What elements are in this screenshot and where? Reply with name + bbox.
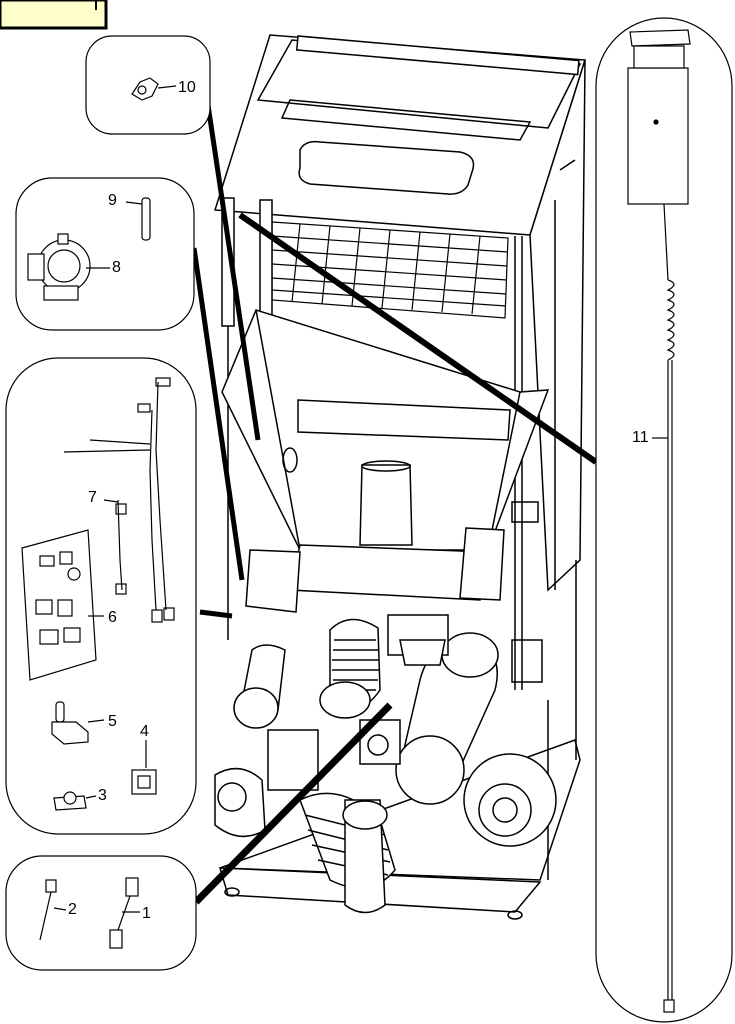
wire-harness-icon xyxy=(63,377,175,623)
callout-1: 1 xyxy=(142,905,151,922)
callout-9: 9 xyxy=(108,192,117,209)
relay-icon xyxy=(131,740,157,795)
bracket-icon xyxy=(131,77,177,101)
sensor-icon xyxy=(51,701,105,745)
thermostat-cable-icon xyxy=(109,877,140,949)
pressure-switch-icon xyxy=(27,233,110,301)
control-board-icon xyxy=(21,529,104,681)
bubble-part-10: 10 xyxy=(85,35,211,135)
probe-assembly-icon xyxy=(627,29,691,1013)
callout-11: 11 xyxy=(632,429,649,446)
callout-2: 2 xyxy=(68,901,77,918)
callout-5: 5 xyxy=(108,713,117,730)
appliance-body xyxy=(214,34,586,920)
pin-icon xyxy=(125,197,151,241)
callout-7: 7 xyxy=(88,489,97,506)
fitting-icon xyxy=(53,791,97,811)
corner-tag xyxy=(0,0,108,30)
leader-lines xyxy=(191,104,598,905)
callout-10: 10 xyxy=(178,79,196,96)
callout-3: 3 xyxy=(98,787,107,804)
grill xyxy=(271,221,509,319)
bubble-part-11: 11 xyxy=(595,17,733,1023)
burner-assembly xyxy=(214,614,557,914)
callout-4: 4 xyxy=(140,723,149,740)
probe-icon xyxy=(39,879,67,941)
bubble-parts-8-9: 9 8 xyxy=(15,177,195,331)
callout-6: 6 xyxy=(108,609,117,626)
bubble-parts-3-7: 7 6 5 4 3 xyxy=(5,357,197,835)
callout-8: 8 xyxy=(112,259,121,276)
bubble-parts-1-2: 2 1 xyxy=(5,855,197,971)
